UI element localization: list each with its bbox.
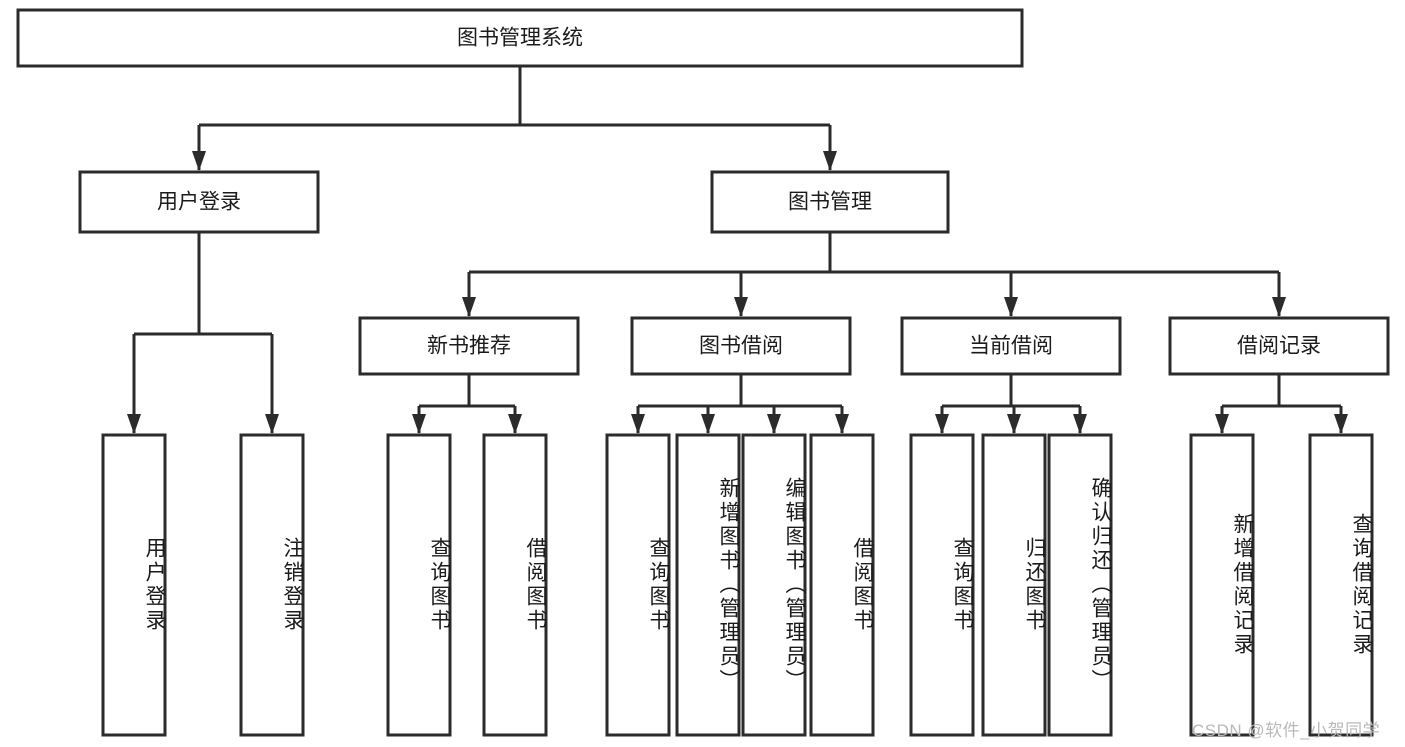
connector-layer	[127, 66, 1348, 434]
node-current_borrow[interactable]	[900, 316, 1122, 376]
arrow-to-book_borrow	[734, 297, 748, 317]
arrow-to-leaf-borrow-book-1	[508, 414, 522, 434]
node-root-label: 图书管理系统	[457, 27, 583, 50]
arrow-to-book_manage	[823, 151, 837, 171]
arrow-to-leaf-query-book-3	[935, 414, 949, 434]
node-leaf-logout[interactable]	[239, 433, 305, 737]
node-book_borrow[interactable]	[630, 316, 852, 376]
arrow-to-leaf-query-book-1	[412, 414, 426, 434]
node-leaf-query-book-2[interactable]	[605, 433, 671, 737]
arrow-to-leaf-user-login	[127, 414, 141, 434]
node-root[interactable]	[16, 8, 1024, 68]
arrow-to-leaf-add-book	[701, 414, 715, 434]
node-leaf-user-login[interactable]	[101, 433, 167, 737]
arrow-to-leaf-query-book-2	[631, 414, 645, 434]
node-user_login[interactable]	[78, 170, 320, 234]
node-new_book_rec-label: 新书推荐	[427, 335, 511, 358]
node-book_borrow-label: 图书借阅	[699, 335, 783, 358]
arrow-to-borrow_record	[1272, 297, 1286, 317]
node-leaf-return-book[interactable]	[981, 433, 1047, 737]
box-layer	[16, 8, 1390, 737]
node-borrow_record-label: 借阅记录	[1237, 335, 1321, 358]
arrow-to-leaf-return-book	[1007, 414, 1021, 434]
node-borrow_record[interactable]	[1168, 316, 1390, 376]
arrow-to-leaf-query-record	[1334, 414, 1348, 434]
node-leaf-query-book-3[interactable]	[909, 433, 975, 737]
arrow-to-user_login	[192, 151, 206, 171]
node-leaf-confirm-return[interactable]	[1047, 433, 1113, 737]
arrow-to-current_borrow	[1004, 297, 1018, 317]
node-user_login-label: 用户登录	[157, 191, 241, 214]
node-leaf-edit-book[interactable]	[741, 433, 807, 737]
arrow-to-leaf-edit-book	[767, 414, 781, 434]
node-leaf-query-book-1[interactable]	[386, 433, 452, 737]
node-leaf-borrow-book-1[interactable]	[482, 433, 548, 737]
arrow-to-leaf-add-record	[1215, 414, 1229, 434]
csdn-watermark: CSDN @软件_小贺同学	[1192, 721, 1381, 740]
node-new_book_rec[interactable]	[358, 316, 580, 376]
arrow-to-leaf-confirm-return	[1073, 414, 1087, 434]
node-leaf-borrow-book-2[interactable]	[809, 433, 875, 737]
node-book_manage[interactable]	[710, 170, 950, 234]
arrow-to-new_book_rec	[462, 297, 476, 317]
node-book_manage-label: 图书管理	[788, 191, 872, 214]
node-leaf-add-record[interactable]	[1189, 433, 1255, 737]
node-current_borrow-label: 当前借阅	[969, 335, 1053, 358]
node-leaf-add-book[interactable]	[675, 433, 741, 737]
node-leaf-query-record[interactable]	[1308, 433, 1374, 737]
arrow-to-leaf-logout	[265, 414, 279, 434]
arrow-to-leaf-borrow-book-2	[835, 414, 849, 434]
